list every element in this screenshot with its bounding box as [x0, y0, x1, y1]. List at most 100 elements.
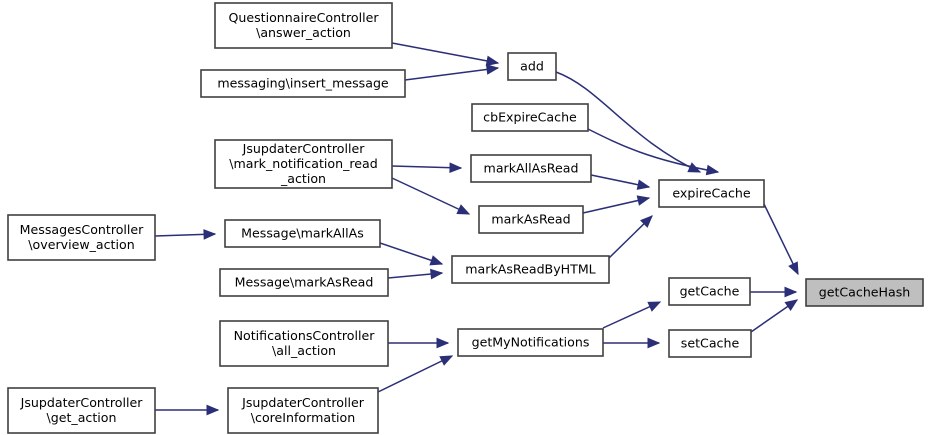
edge-arrowhead-icon [788, 261, 799, 276]
edge-line [404, 67, 499, 81]
node-label: markAsRead [491, 211, 570, 226]
node-box[interactable] [451, 255, 610, 284]
node-label: QuestionnaireController\answer_action [228, 10, 379, 40]
node-label-line: markAsReadByHTML [465, 261, 595, 276]
graph-node-expireCache[interactable]: expireCache [658, 179, 765, 208]
edge-arrowhead-icon [203, 229, 217, 240]
edge-markAsReadByHTML-to-expireCache [608, 215, 653, 259]
edge-arrowhead-icon [705, 164, 720, 176]
edge-arrowhead-icon [640, 215, 653, 228]
node-box[interactable] [471, 103, 589, 132]
node-label-line: JsupdaterController [20, 395, 144, 410]
node-box[interactable] [457, 328, 604, 357]
edge-markAllAsRead-to-expireCache [590, 174, 651, 190]
node-label-line: expireCache [672, 185, 751, 200]
node-box[interactable] [7, 387, 156, 434]
graph-node-notifications_all[interactable]: NotificationsController\all_action [219, 320, 389, 367]
graph-node-add[interactable]: add [507, 52, 557, 81]
node-box[interactable] [668, 277, 751, 306]
edge-getCache-to-getCacheHash [750, 286, 798, 298]
node-label: Message\markAsRead [235, 274, 374, 289]
node-label-line: getMyNotifications [472, 334, 590, 349]
graph-node-message_markAsRead[interactable]: Message\markAsRead [219, 268, 389, 297]
edge-jsupdater_mark_notification_read-to-markAllAsRead [391, 162, 463, 174]
node-label: JsupdaterController\get_action [20, 395, 144, 425]
node-box[interactable] [227, 387, 379, 434]
edge-questionnaire_answer-to-add [391, 42, 500, 67]
graph-node-messaging_insert_message[interactable]: messaging\insert_message [200, 69, 406, 98]
graph-node-markAsReadByHTML[interactable]: markAsReadByHTML [451, 255, 610, 284]
node-label-line: Message\markAllAs [241, 225, 364, 240]
node-box[interactable] [7, 214, 156, 261]
edge-arrowhead-icon [636, 179, 651, 190]
graph-node-getCache[interactable]: getCache [668, 277, 751, 306]
edge-arrowhead-icon [647, 337, 661, 349]
node-label: MessagesController\overview_action [20, 222, 145, 252]
edge-message_markAsRead-to-markAsReadByHTML [387, 268, 444, 280]
node-label: cbExpireCache [483, 109, 577, 124]
graph-node-message_markAllAs[interactable]: Message\markAllAs [224, 219, 381, 248]
node-box[interactable] [214, 2, 393, 49]
edge-arrowhead-icon [430, 268, 444, 280]
node-box[interactable] [478, 205, 584, 234]
node-label-line: \overview_action [28, 237, 134, 252]
graph-node-jsupdater_mark_notification_read[interactable]: JsupdaterController\mark_notification_re… [214, 139, 393, 189]
graph-node-markAsRead[interactable]: markAsRead [478, 205, 584, 234]
node-box[interactable] [219, 268, 389, 297]
edges-layer [154, 42, 799, 416]
graph-node-jsupdater_coreInformation[interactable]: JsupdaterController\coreInformation [227, 387, 379, 434]
graph-node-questionnaire_answer[interactable]: QuestionnaireController\answer_action [214, 2, 393, 49]
graph-node-setCache[interactable]: setCache [668, 329, 752, 358]
edge-messages_overview-to-message_markAllAs [154, 229, 217, 240]
edge-arrowhead-icon [485, 64, 500, 75]
graph-node-getMyNotifications[interactable]: getMyNotifications [457, 328, 604, 357]
node-box[interactable] [805, 278, 924, 307]
edge-line [763, 203, 799, 275]
node-box[interactable] [219, 320, 389, 367]
node-label-line: add [520, 58, 544, 73]
graph-node-messages_overview[interactable]: MessagesController\overview_action [7, 214, 156, 261]
edge-getMyNotifications-to-setCache [603, 337, 661, 349]
node-box[interactable] [668, 329, 752, 358]
node-box[interactable] [214, 139, 393, 189]
graph-node-markAllAsRead[interactable]: markAllAsRead [470, 154, 592, 183]
edge-line [587, 128, 719, 173]
edge-arrowhead-icon [456, 204, 471, 215]
node-label-line: QuestionnaireController [228, 10, 379, 25]
node-label-line: markAllAsRead [484, 160, 579, 175]
node-box[interactable] [200, 69, 406, 98]
edge-arrowhead-icon [485, 55, 500, 67]
node-label-line: cbExpireCache [483, 109, 577, 124]
node-label: Message\markAllAs [241, 225, 364, 240]
node-label: add [520, 58, 544, 73]
edge-line [391, 42, 499, 64]
node-label: setCache [681, 335, 740, 350]
edge-getMyNotifications-to-getCache [602, 301, 662, 329]
edge-notifications_all-to-getMyNotifications [388, 337, 450, 349]
node-label: messaging\insert_message [217, 75, 389, 90]
edge-arrowhead-icon [784, 286, 798, 298]
node-label-line: _action [280, 171, 326, 186]
edge-arrowhead-icon [436, 337, 450, 349]
edge-line [555, 71, 701, 173]
node-box[interactable] [224, 219, 381, 248]
node-label-line: Message\markAsRead [235, 274, 374, 289]
node-label: getMyNotifications [472, 334, 590, 349]
node-label-line: \coreInformation [251, 410, 355, 425]
node-label-line: markAsRead [491, 211, 570, 226]
node-box[interactable] [658, 179, 765, 208]
edge-arrowhead-icon [206, 404, 220, 416]
edge-markAsRead-to-expireCache [582, 195, 651, 214]
edge-message_markAllAs-to-markAsReadByHTML [379, 242, 444, 266]
graph-node-jsupdater_get_action[interactable]: JsupdaterController\get_action [7, 387, 156, 434]
graph-node-getCacheHash[interactable]: getCacheHash [805, 278, 924, 307]
node-box[interactable] [507, 52, 557, 81]
edge-jsupdater_coreInformation-to-getMyNotifications [377, 355, 454, 393]
graph-node-cbExpireCache[interactable]: cbExpireCache [471, 103, 589, 132]
node-box[interactable] [470, 154, 592, 183]
edge-jsupdater_mark_notification_read-to-markAsRead [391, 177, 471, 215]
node-label-line: \get_action [47, 410, 117, 425]
node-label: JsupdaterController\coreInformation [241, 395, 365, 425]
edge-arrowhead-icon [449, 162, 463, 174]
